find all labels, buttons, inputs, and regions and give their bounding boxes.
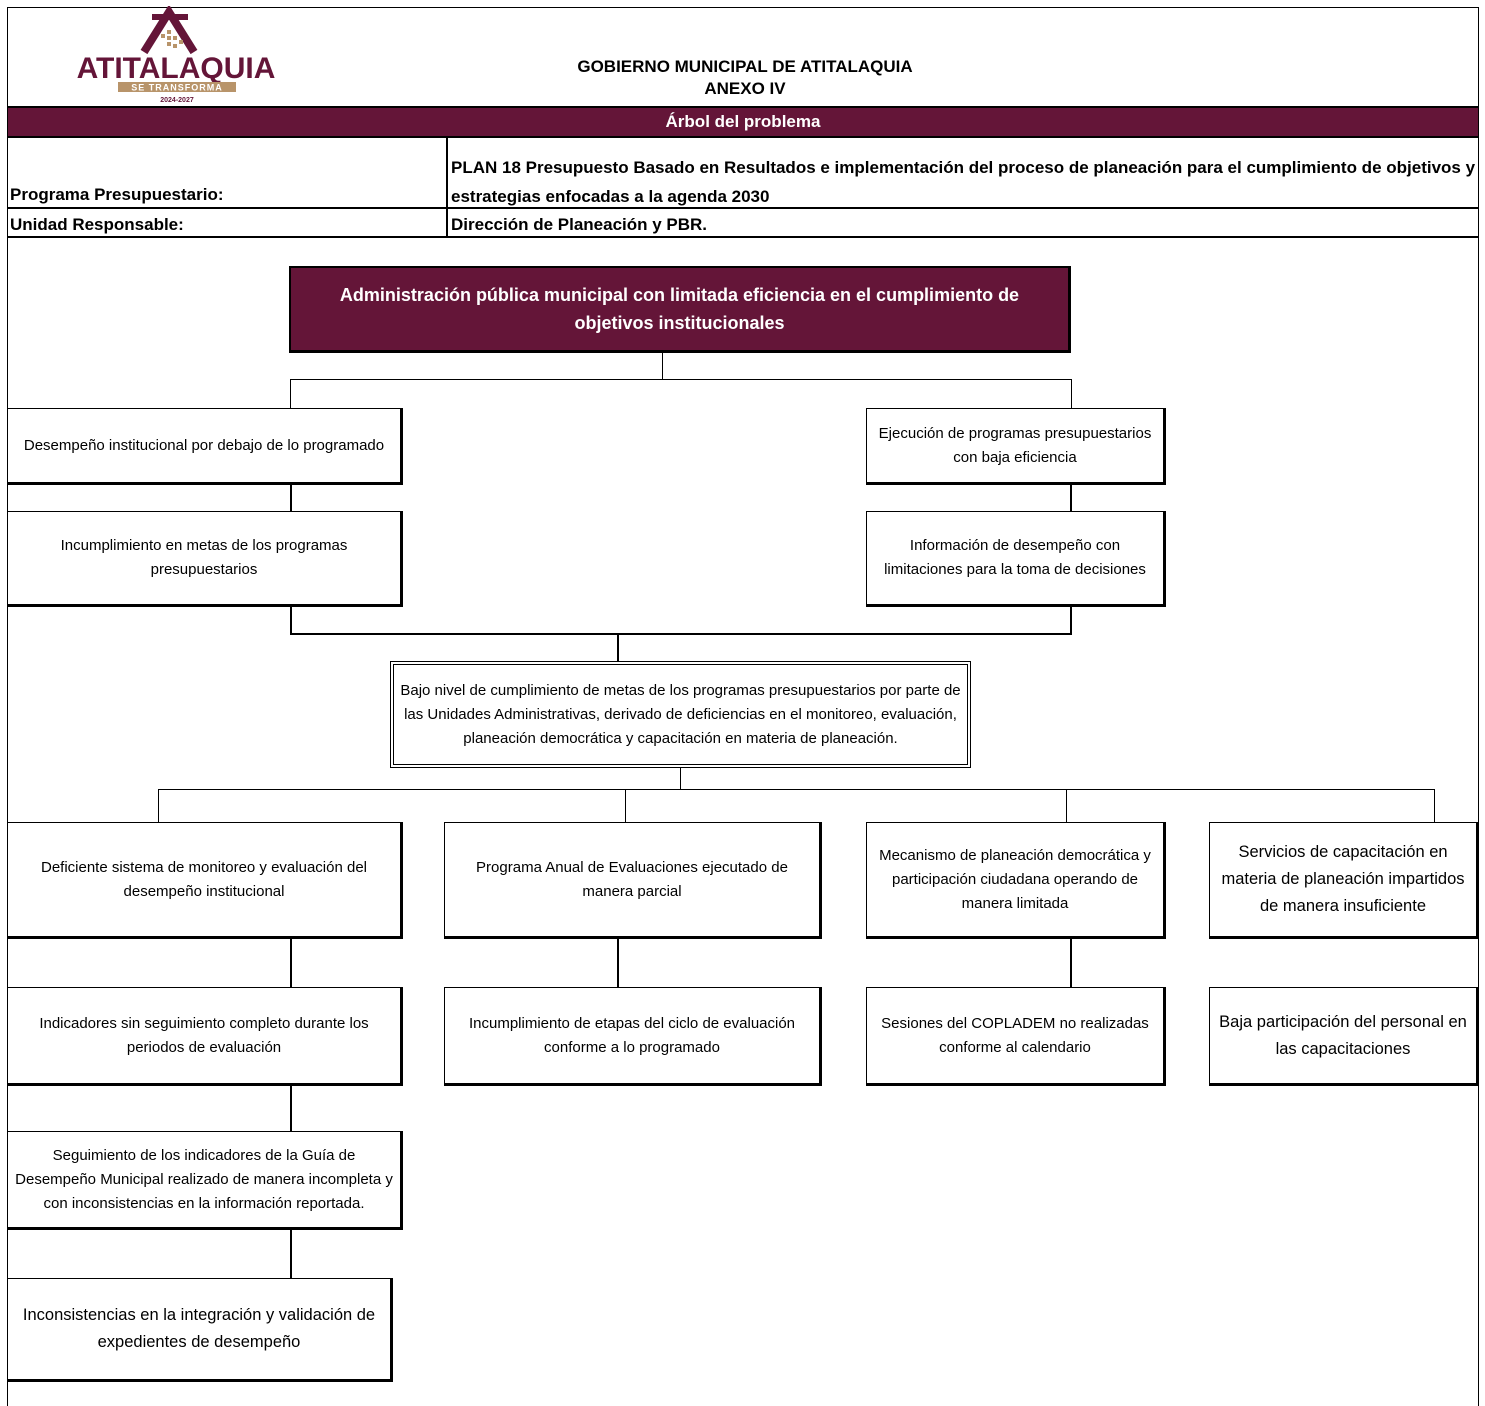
connector: [290, 484, 292, 512]
connector: [290, 1085, 292, 1132]
unit-value: Dirección de Planeación y PBR.: [451, 215, 708, 234]
connector: [680, 767, 681, 790]
connector: [290, 938, 292, 988]
connector: [617, 938, 619, 988]
effect-box: Información de desempeño con limitacione…: [866, 511, 1166, 607]
divider: [7, 136, 1479, 138]
connector: [290, 379, 291, 409]
connector: [625, 789, 626, 823]
connector: [617, 633, 619, 662]
effect-box: Desempeño institucional por debajo de lo…: [7, 408, 403, 485]
connector: [1434, 789, 1435, 823]
connector: [290, 606, 292, 634]
subcause-box: Inconsistencias en la integración y vali…: [7, 1278, 393, 1382]
connector: [290, 633, 1072, 635]
column-separator: [446, 137, 448, 237]
subcause-box: Baja participación del personal en las c…: [1209, 987, 1479, 1086]
subcause-box: Incumplimiento de etapas del ciclo de ev…: [444, 987, 822, 1086]
connector: [1070, 484, 1072, 512]
unit-label: Unidad Responsable:: [10, 215, 184, 234]
header-title: GOBIERNO MUNICIPAL DE ATITALAQUIA ANEXO …: [400, 56, 1090, 100]
connector: [1071, 379, 1072, 409]
connector: [1070, 606, 1072, 634]
central-problem-box: Bajo nivel de cumplimiento de metas de l…: [390, 661, 971, 768]
cause-box: Programa Anual de Evaluaciones ejecutado…: [444, 822, 822, 939]
connector: [158, 789, 1435, 790]
page-frame: [7, 7, 1479, 1406]
cause-box: Deficiente sistema de monitoreo y evalua…: [7, 822, 403, 939]
connector: [158, 789, 159, 823]
program-label: Programa Presupuestario:: [10, 185, 224, 204]
divider: [7, 207, 1479, 209]
section-band: Árbol del problema: [8, 108, 1478, 136]
connector: [290, 379, 1072, 380]
connector: [1070, 938, 1072, 988]
connector: [662, 353, 663, 380]
divider: [7, 236, 1479, 238]
subcause-box: Sesiones del COPLADEM no realizadas conf…: [866, 987, 1166, 1086]
logo-years: 2024-2027: [160, 97, 194, 104]
connector: [290, 1229, 292, 1279]
government-name: GOBIERNO MUNICIPAL DE ATITALAQUIA: [577, 57, 913, 76]
subcause-box: Seguimiento de los indicadores de la Guí…: [7, 1131, 403, 1230]
divider: [7, 106, 1479, 108]
logo-tagline: SE TRANSFORMA: [131, 83, 223, 93]
subcause-box: Indicadores sin seguimiento completo dur…: [7, 987, 403, 1086]
cause-box: Mecanismo de planeación democrática y pa…: [866, 822, 1166, 939]
effect-box: Ejecución de programas presupuestarios c…: [866, 408, 1166, 485]
cause-box: Servicios de capacitación en materia de …: [1209, 822, 1479, 939]
logo-wordmark: ATITALAQUIA: [77, 52, 276, 85]
roof-icon: [140, 6, 198, 55]
root-effect-box: Administración pública municipal con lim…: [289, 266, 1071, 353]
annex-label: ANEXO IV: [704, 79, 786, 98]
effect-box: Incumplimiento en metas de los programas…: [7, 511, 403, 607]
program-value: PLAN 18 Presupuesto Basado en Resultados…: [451, 158, 1476, 206]
connector: [1066, 789, 1067, 823]
atitalaquia-logo: ATITALAQUIA SE TRANSFORMA 2024-2027: [77, 6, 276, 104]
